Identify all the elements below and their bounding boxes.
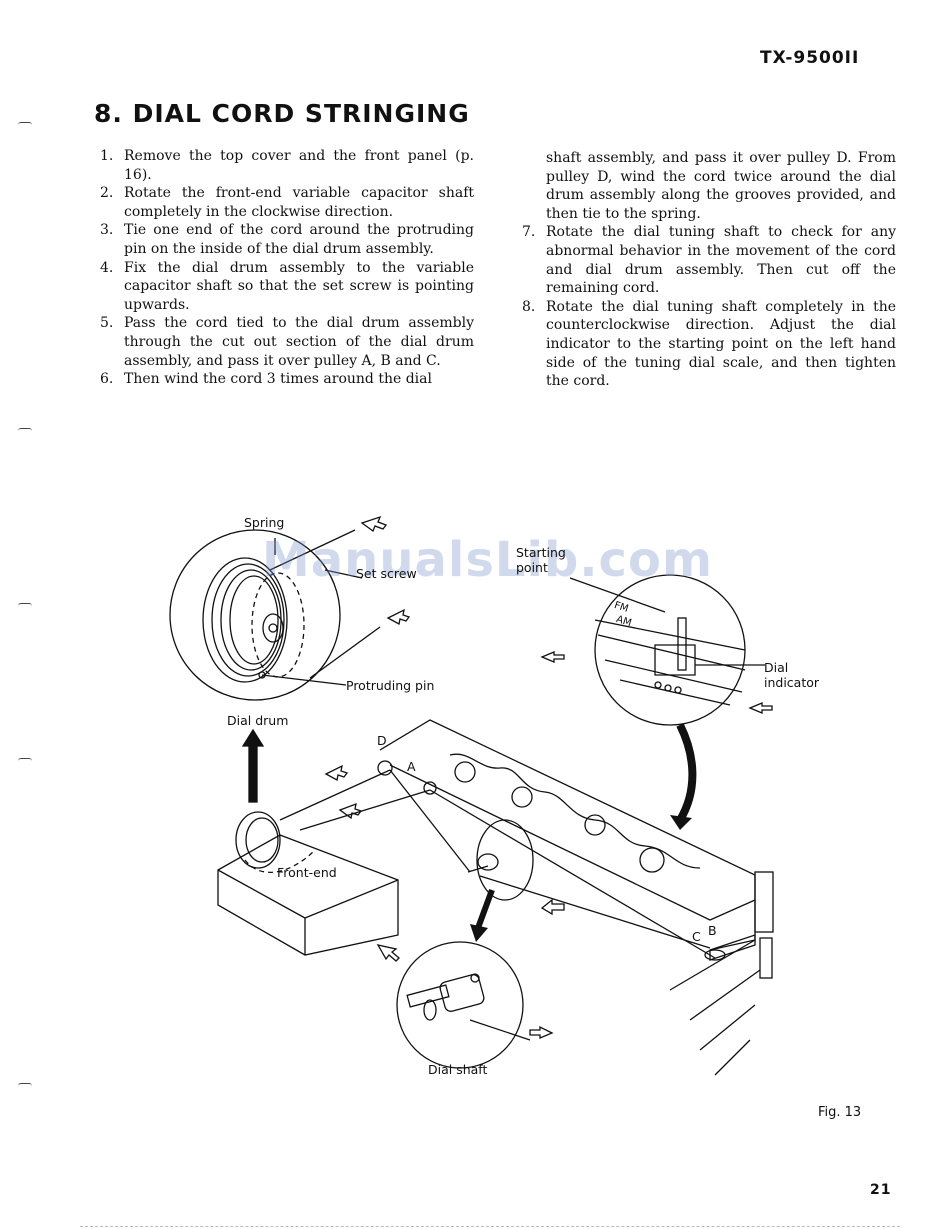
- step-continuation: shaft assembly, and pass it over pulley …: [546, 150, 896, 222]
- model-number: TX-9500II: [760, 48, 860, 68]
- direction-arrow: [529, 1025, 554, 1039]
- margin-mark: [18, 1083, 32, 1086]
- dial-drum-detail: [169, 529, 381, 701]
- margin-mark: [18, 758, 32, 761]
- front-end-box: [217, 811, 399, 956]
- margin-mark: [18, 603, 32, 606]
- label-dial-drum: Dial drum: [227, 713, 289, 728]
- chassis: [279, 719, 774, 1076]
- margin-mark: [18, 122, 32, 125]
- label-set-screw: Set screw: [356, 566, 417, 581]
- direction-arrow: [338, 802, 363, 820]
- page-number: 21: [870, 1182, 892, 1198]
- bottom-rule: [80, 1226, 900, 1227]
- watermark: ManualsLib.com: [262, 532, 713, 588]
- label-front-end: Front-end: [277, 865, 337, 880]
- label-pulley-a: A: [407, 759, 416, 774]
- large-arrow-down: [470, 888, 495, 942]
- label-protruding-pin: Protruding pin: [346, 678, 435, 693]
- steps-right-column: shaft assembly, and pass it over pulley …: [522, 149, 896, 391]
- large-arrow-up: [241, 728, 265, 803]
- label-dial-shaft: Dial shaft: [428, 1062, 488, 1077]
- step-item: 3.Tie one end of the cord around the pro…: [100, 222, 474, 257]
- direction-arrow: [324, 764, 349, 781]
- label-pulley-b: B: [708, 923, 717, 938]
- dial-shaft-detail: [396, 941, 531, 1069]
- label-starting-point: Starting point: [516, 545, 566, 575]
- step-item: 1.Remove the top cover and the front pan…: [100, 148, 474, 183]
- large-curved-arrow: [676, 723, 697, 823]
- label-dial-indicator: Dial indicator: [764, 660, 820, 690]
- direction-arrow: [376, 944, 400, 962]
- dial-indicator-detail: [569, 574, 765, 726]
- label-pulley-c: C: [692, 929, 701, 944]
- dial-cord-diagram: [169, 515, 774, 1076]
- label-pulley-d: D: [377, 733, 387, 748]
- direction-arrow: [540, 898, 565, 916]
- figure-caption: Fig. 13: [818, 1105, 862, 1120]
- direction-arrow: [540, 651, 565, 663]
- step-item: 4.Fix the dial drum assembly to the vari…: [100, 259, 474, 313]
- step-item: 6.Then wind the cord 3 times around the …: [100, 371, 432, 388]
- direction-arrow: [386, 608, 411, 625]
- section-title: 8. DIAL CORD STRINGING: [94, 99, 470, 128]
- step-item: 2.Rotate the front-end variable capacito…: [100, 185, 474, 220]
- step-item: 8.Rotate the dial tuning shaft completel…: [522, 298, 896, 390]
- step-item: 5.Pass the cord tied to the dial drum as…: [100, 315, 474, 369]
- direction-arrow: [748, 702, 773, 714]
- step-item: 7.Rotate the dial tuning shaft to check …: [522, 224, 896, 297]
- steps-left-column: 1.Remove the top cover and the front pan…: [100, 147, 474, 389]
- label-spring: Spring: [244, 515, 285, 530]
- margin-mark: [18, 428, 32, 431]
- direction-arrow: [360, 515, 388, 533]
